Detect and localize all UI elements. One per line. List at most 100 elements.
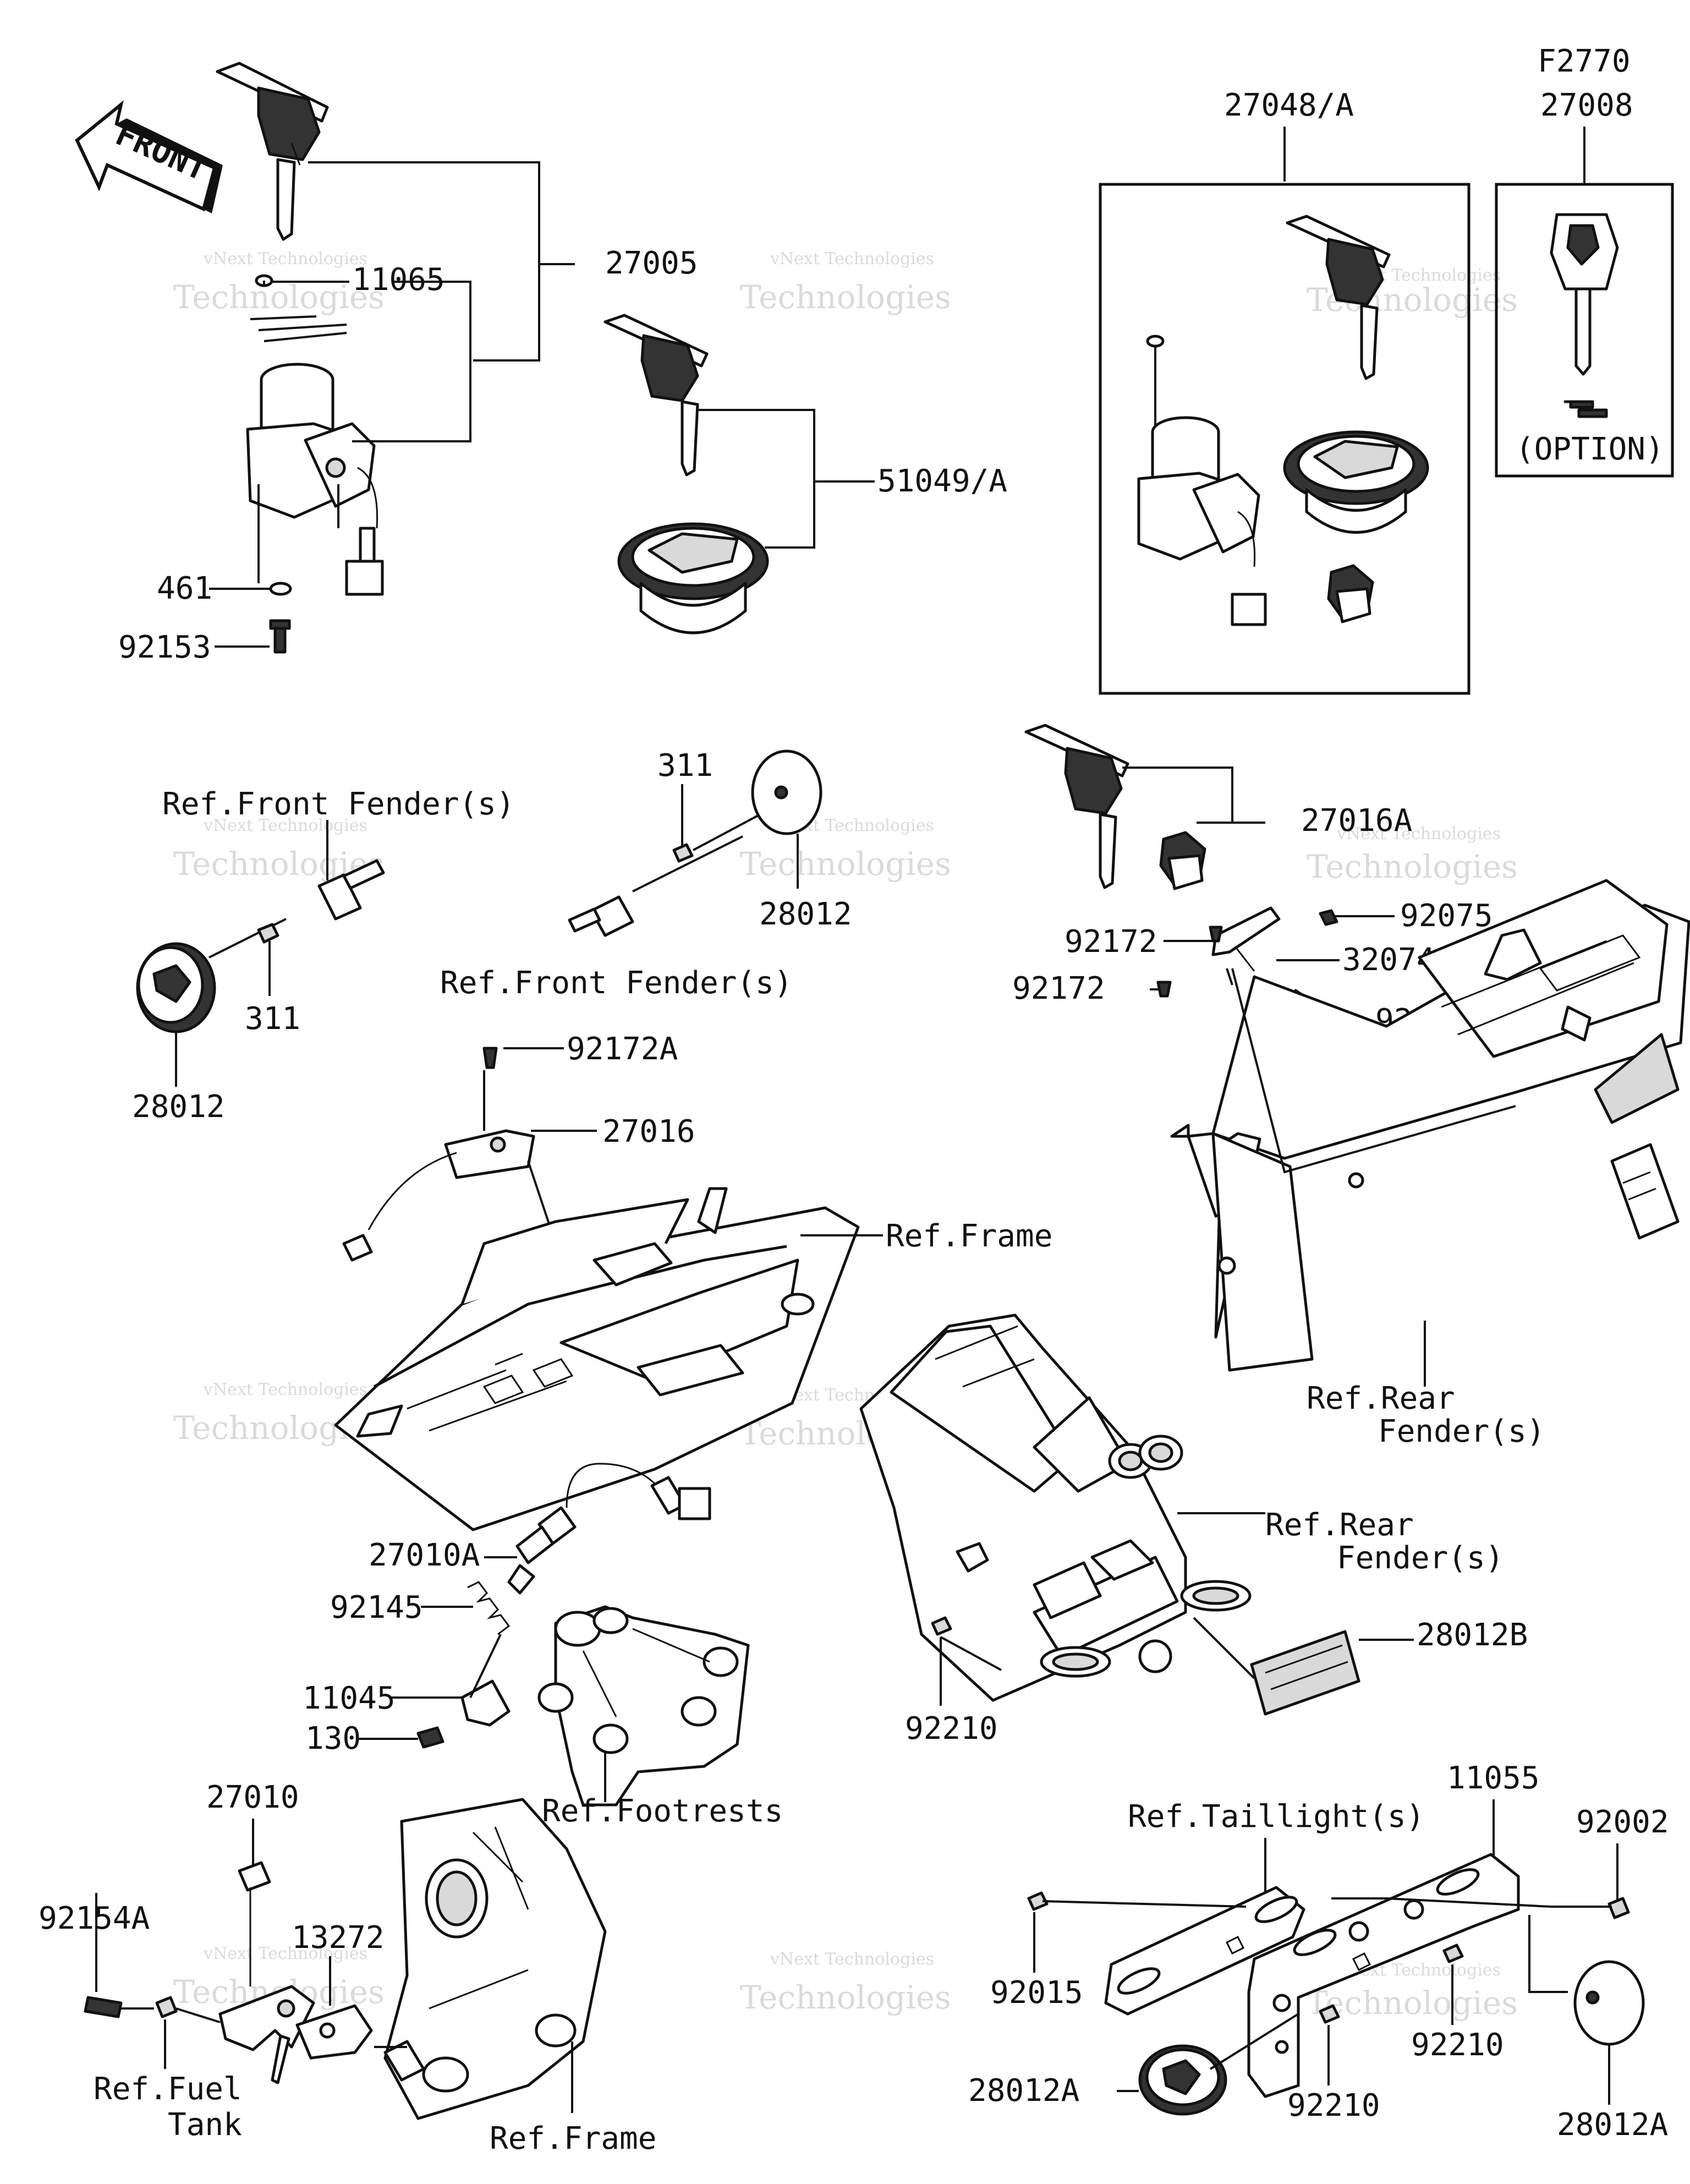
license-bracket-icon bbox=[1104, 1853, 1520, 2098]
leader-line bbox=[1042, 1897, 1612, 1908]
leader-line bbox=[940, 1636, 1002, 1706]
part-label-92172a: 92172A bbox=[567, 1031, 678, 1067]
seat-lock-key-icon bbox=[1024, 724, 1129, 889]
reflector-icon bbox=[1138, 2044, 1227, 2116]
reflector-icon bbox=[1250, 1630, 1360, 1716]
kit-box-27048a bbox=[1099, 183, 1470, 695]
sensor-cable-icon bbox=[507, 1463, 711, 1595]
bolt-icon bbox=[269, 619, 291, 654]
fuel-cap-key-icon bbox=[603, 314, 709, 477]
part-label-27016a: 27016A bbox=[1301, 803, 1412, 839]
part-label-92075: 92075 bbox=[1400, 898, 1493, 934]
clamp-icon bbox=[460, 1679, 511, 1727]
part-label-92002: 92002 bbox=[1576, 1804, 1669, 1840]
part-label-28012-b: 28012 bbox=[759, 896, 852, 932]
watermark: Technologies bbox=[1307, 1984, 1518, 2022]
part-label-11055: 11055 bbox=[1447, 1760, 1540, 1796]
leader-line bbox=[95, 1893, 221, 2023]
kit-seat-lock-icon bbox=[1327, 564, 1374, 623]
part-label-92015: 92015 bbox=[990, 1975, 1083, 2011]
watermark: Technologies bbox=[173, 278, 385, 316]
ref-frame-1: Ref.Frame bbox=[886, 1218, 1052, 1254]
nut-icon bbox=[1027, 1891, 1049, 1911]
bracket-icon bbox=[1211, 906, 1281, 972]
stud-icon bbox=[317, 859, 385, 921]
ignition-key-icon bbox=[216, 62, 329, 241]
watermark: Technologies bbox=[1307, 848, 1518, 885]
part-label-92154a: 92154A bbox=[39, 1901, 150, 1936]
spring-icon bbox=[467, 1581, 511, 1635]
seat-lock-latch-icon bbox=[342, 1129, 535, 1262]
part-label-311-a: 311 bbox=[245, 1001, 300, 1037]
part-label-92210-b: 92210 bbox=[1411, 2027, 1504, 2063]
leader-line bbox=[257, 484, 339, 583]
part-label-92172-b: 92172 bbox=[1012, 971, 1105, 1006]
leader-line bbox=[1122, 767, 1265, 824]
watermark: vNext Technologies bbox=[770, 1950, 934, 1969]
reflector-icon bbox=[1573, 1960, 1645, 2046]
leader-line bbox=[1528, 1915, 1568, 1993]
nut-icon bbox=[931, 1616, 952, 1636]
option-symbol-icon bbox=[1563, 400, 1608, 418]
option-key-icon bbox=[1550, 213, 1619, 376]
watermark: vNext Technologies bbox=[203, 816, 367, 835]
bolt-icon bbox=[84, 1996, 123, 2018]
part-label-27010: 27010 bbox=[206, 1780, 299, 1815]
part-label-130: 130 bbox=[305, 1721, 361, 1756]
watermark: vNext Technologies bbox=[203, 1380, 367, 1399]
footrest-bracket-icon bbox=[537, 1605, 750, 1807]
watermark: vNext Technologies bbox=[1336, 824, 1501, 844]
option-box-27008 bbox=[1495, 183, 1674, 478]
part-label-92145: 92145 bbox=[330, 1590, 423, 1625]
watermark: Technologies bbox=[740, 845, 951, 883]
option-text: (OPTION) bbox=[1516, 431, 1664, 467]
reflector-icon bbox=[136, 942, 216, 1033]
part-label-27005: 27005 bbox=[605, 245, 698, 281]
nut-icon bbox=[1319, 1944, 1464, 2024]
part-label-11065: 11065 bbox=[352, 262, 445, 298]
nut-icon bbox=[155, 1996, 178, 2018]
leader-line bbox=[1193, 1617, 1414, 1679]
part-label-28012a-a: 28012A bbox=[968, 2073, 1079, 2109]
part-label-13272: 13272 bbox=[292, 1920, 385, 1956]
ignition-switch-icon bbox=[246, 274, 384, 596]
leader-line bbox=[308, 161, 540, 362]
frame-icon bbox=[383, 1798, 607, 2120]
nut-icon bbox=[1607, 1897, 1630, 1919]
ref-fuel-tank-b: Tank bbox=[168, 2107, 242, 2143]
washer-icon bbox=[269, 582, 292, 596]
front-arrow-icon: FRONT bbox=[75, 100, 223, 214]
part-label-92210-a: 92210 bbox=[905, 1711, 998, 1747]
ref-taillight: Ref.Taillight(s) bbox=[1128, 1799, 1424, 1835]
kit-fuel-cap-icon bbox=[1283, 430, 1429, 534]
watermark: Technologies bbox=[740, 278, 951, 316]
part-label-51049a: 51049/A bbox=[877, 463, 1007, 499]
ref-rear-fender-2a: Ref.Rear bbox=[1265, 1507, 1414, 1543]
ref-rear-fender-1a: Ref.Rear bbox=[1307, 1381, 1455, 1416]
part-label-27048a: 27048/A bbox=[1224, 87, 1354, 123]
part-label-11045: 11045 bbox=[303, 1681, 396, 1716]
reflector-icon bbox=[751, 749, 822, 835]
leader-line bbox=[1226, 968, 1516, 1174]
seat-lock-cylinder-icon bbox=[1159, 831, 1206, 890]
watermark: vNext Technologies bbox=[203, 1944, 367, 1963]
leader-line bbox=[483, 1070, 597, 1228]
ref-footrests: Ref.Footrests bbox=[542, 1793, 783, 1829]
part-label-27008: 27008 bbox=[1540, 87, 1633, 123]
watermark: vNext Technologies bbox=[203, 249, 367, 269]
stud-icon bbox=[568, 895, 634, 937]
watermark: Technologies bbox=[740, 1979, 951, 2016]
part-label-28012-a: 28012 bbox=[132, 1089, 225, 1125]
part-label-28012a-b: 28012A bbox=[1557, 2107, 1668, 2143]
figure-code: F2770 bbox=[1538, 43, 1631, 79]
leader-line bbox=[391, 1634, 502, 1699]
part-label-311-b: 311 bbox=[657, 748, 713, 784]
ref-front-fender-1: Ref.Front Fender(s) bbox=[162, 786, 515, 822]
nut-icon bbox=[672, 843, 694, 863]
ref-rear-fender-2b: Fender(s) bbox=[1337, 1540, 1504, 1576]
part-label-461: 461 bbox=[157, 571, 212, 606]
part-label-92153: 92153 bbox=[118, 630, 211, 665]
ref-frame-2: Ref.Frame bbox=[490, 2121, 656, 2156]
tail-fender-icon bbox=[859, 1313, 1252, 1702]
part-label-92210-c: 92210 bbox=[1287, 2088, 1380, 2123]
